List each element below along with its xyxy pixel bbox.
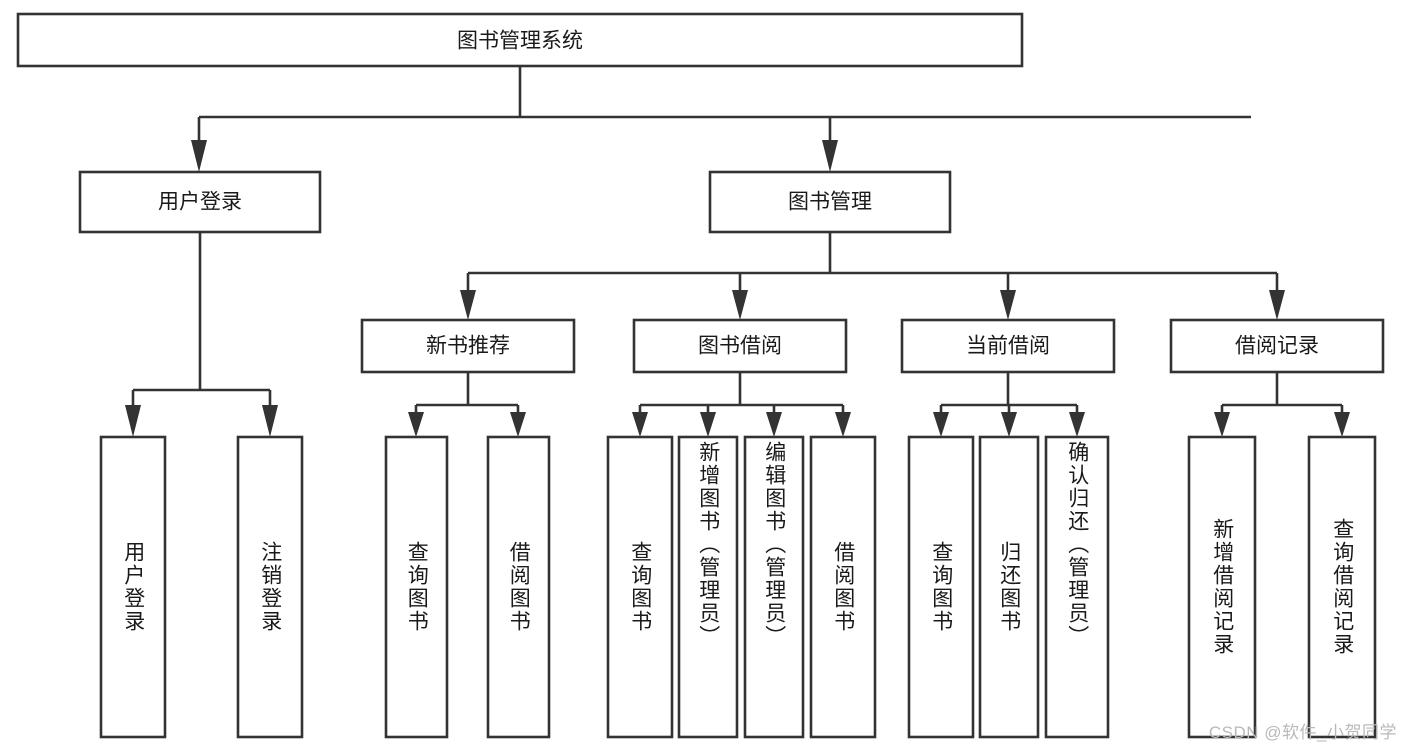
node-root[interactable]: 图书管理系统	[16, 12, 1024, 68]
node-book-management[interactable]: 图书管理	[708, 170, 952, 234]
node-current-borrow-label: 当前借阅	[966, 335, 1050, 358]
leaf-box-user-logout[interactable]	[236, 435, 304, 739]
leaf-box-user-login[interactable]	[99, 435, 167, 739]
node-borrow-record-label: 借阅记录	[1235, 335, 1319, 358]
arrow-head-book-management	[822, 140, 838, 172]
node-book-borrow-label: 图书借阅	[698, 335, 782, 358]
leaf-box-query-book-2[interactable]	[606, 435, 674, 739]
connector-current-borrow-to-leaves	[933, 372, 1085, 437]
connector-user-login-to-leaves	[125, 232, 278, 437]
node-new-book-recommend-label: 新书推荐	[426, 335, 510, 358]
leaf-box-borrow-book-2[interactable]	[809, 435, 877, 739]
node-borrow-record[interactable]: 借阅记录	[1169, 318, 1385, 374]
connector-borrow-record-to-leaves	[1214, 372, 1350, 437]
leaf-box-confirm-return[interactable]	[1044, 435, 1110, 739]
csdn-watermark: CSDN @软件_小贺同学	[1208, 723, 1397, 742]
leaf-box-query-book-3[interactable]	[907, 435, 975, 739]
node-current-borrow[interactable]: 当前借阅	[900, 318, 1116, 374]
node-user-login-box[interactable]	[78, 170, 322, 234]
leaf-box-edit-book[interactable]	[743, 435, 805, 739]
node-book-management-label: 图书管理	[788, 191, 872, 214]
leaf-box-query-record[interactable]	[1307, 435, 1377, 739]
node-root-box[interactable]	[16, 12, 1024, 68]
leaf-box-add-book[interactable]	[677, 435, 739, 739]
leaf-box-query-book-1[interactable]	[384, 435, 449, 739]
connector-book-borrow-to-leaves	[632, 372, 851, 437]
node-new-book-recommend-box[interactable]	[360, 318, 576, 374]
node-user-login-label: 用户登录	[158, 191, 242, 214]
connector-new-book-recommend-to-leaves	[408, 372, 526, 437]
node-current-borrow-box[interactable]	[900, 318, 1116, 374]
connector-book-management-to-level3	[460, 232, 1285, 320]
leaf-box-borrow-book-1[interactable]	[486, 435, 551, 739]
arrow-head-user-login	[191, 140, 207, 172]
node-new-book-recommend[interactable]: 新书推荐	[360, 318, 576, 374]
leaf-box-return-book[interactable]	[978, 435, 1040, 739]
connector-root-to-level2	[191, 66, 1251, 172]
node-root-label: 图书管理系统	[457, 30, 583, 53]
node-user-login[interactable]: 用户登录	[78, 170, 322, 234]
node-book-borrow[interactable]: 图书借阅	[632, 318, 848, 374]
leaf-box-add-record[interactable]	[1187, 435, 1257, 739]
